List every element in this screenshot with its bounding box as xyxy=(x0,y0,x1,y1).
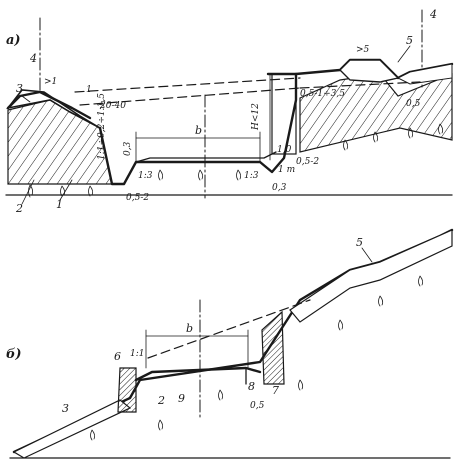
dashed-line-3 xyxy=(299,81,421,89)
leader-5-b xyxy=(361,247,373,263)
channel-bottom xyxy=(135,151,277,163)
label-gt1: >1 xyxy=(44,77,57,87)
roots-b xyxy=(90,275,424,441)
label-0-5-b: 0,5 xyxy=(250,401,265,411)
label-n3-b: 3 xyxy=(62,402,69,415)
label-right-top: 0,5-1÷3,5 xyxy=(300,89,345,99)
label-n5-b: 5 xyxy=(356,236,363,249)
label-1-0: 1,0 xyxy=(277,145,292,155)
label-ratio: 1:1 xyxy=(130,349,144,359)
label-slope-left: 1:1÷0,2÷1:1,5 xyxy=(97,93,107,160)
right-cover xyxy=(396,63,453,85)
label-one: 1 xyxy=(86,85,92,95)
label-n2-b: 2 xyxy=(157,394,165,407)
label-n6: 6 xyxy=(114,350,121,363)
label-n7: 7 xyxy=(272,384,279,397)
label-axis-right: 4 xyxy=(429,8,437,21)
dashed-line-1 xyxy=(74,77,301,93)
figure-a-letter: а) xyxy=(6,33,21,48)
label-1-3-right: 1:3 xyxy=(244,171,259,181)
label-gt5: >5 xyxy=(356,45,370,55)
label-n5: 5 xyxy=(406,34,413,47)
label-b-b: b xyxy=(186,322,193,335)
channel-bottom-b xyxy=(134,366,262,382)
label-n8: 8 xyxy=(248,380,255,393)
label-0-3-b: 0,3 xyxy=(272,183,287,193)
slope-cover-upper xyxy=(289,229,453,323)
label-0-5-2-left: 0,5-2 xyxy=(126,193,149,203)
label-0-3: 0,3 xyxy=(123,141,133,156)
dashed-line-2 xyxy=(79,87,301,106)
leader-3 xyxy=(21,95,31,103)
dashed-projection xyxy=(147,299,311,359)
retaining-wall-left xyxy=(117,367,137,413)
leader-5 xyxy=(397,45,411,63)
label-0-5-right: 0,5 xyxy=(406,99,421,109)
label-1m: 1 m xyxy=(278,165,295,175)
label-H: H<12 xyxy=(251,103,261,131)
leader-2 xyxy=(21,179,35,205)
right-spoil-bank xyxy=(339,59,400,83)
label-n3: 3 xyxy=(16,82,23,95)
left-surface-line xyxy=(6,90,92,120)
roots-left xyxy=(28,123,444,198)
figure-b: б) b xyxy=(6,228,454,459)
leader-1 xyxy=(59,179,73,201)
right-wall xyxy=(271,73,297,155)
left-spoil-bank xyxy=(6,89,101,129)
retaining-wall-right xyxy=(261,310,285,385)
label-axis-left: 4 xyxy=(29,52,37,65)
figure-b-letter: б) xyxy=(6,347,22,362)
label-n9: 9 xyxy=(178,392,185,405)
label-1-3-left: 1:3 xyxy=(138,171,153,181)
figure-a: а) b H<12 xyxy=(5,8,454,215)
label-b: b xyxy=(195,124,202,137)
label-n2: 2 xyxy=(15,202,23,215)
label-n1: 1 xyxy=(56,198,63,211)
right-rock-layer xyxy=(299,73,453,153)
slope-cover-lower xyxy=(12,399,132,459)
label-0-5-2-right: 0,5-2 xyxy=(296,157,319,167)
label-20-40: 20-40 xyxy=(99,101,126,111)
